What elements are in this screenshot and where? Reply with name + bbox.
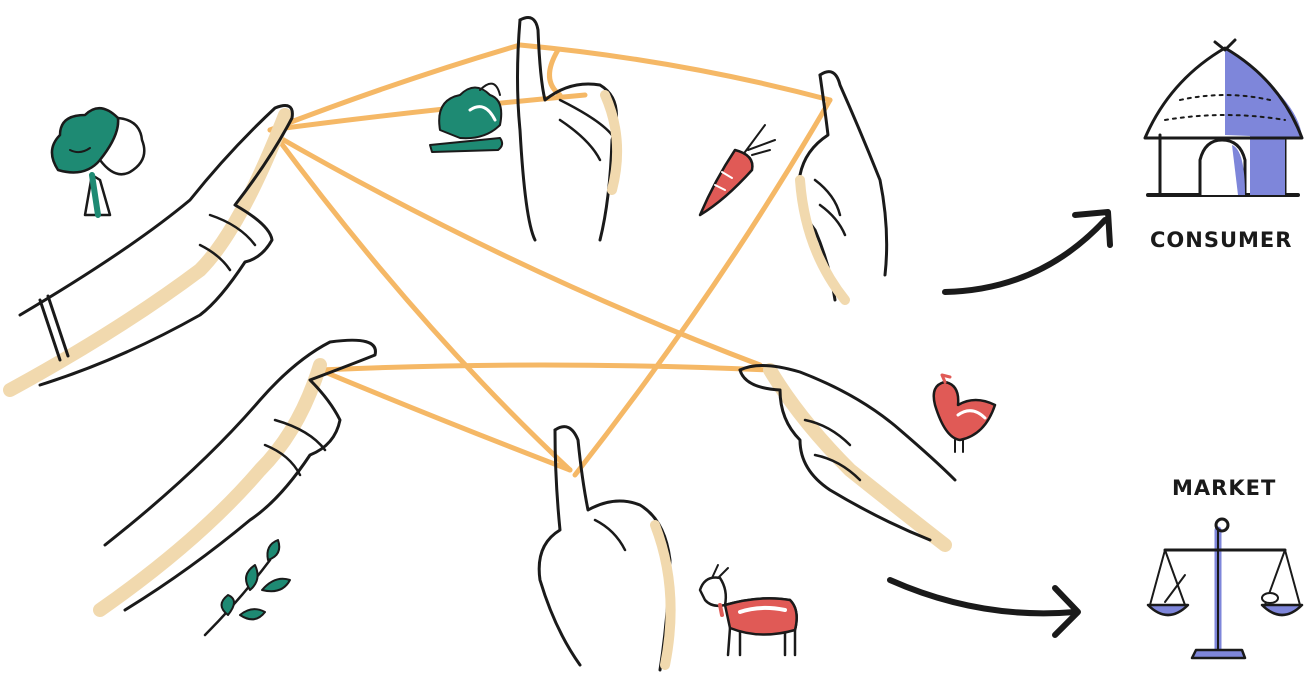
leafy-greens-icon: [430, 84, 502, 152]
carrot-icon: [700, 125, 775, 215]
tree-icon: [52, 108, 144, 215]
goat-icon: [700, 565, 797, 655]
hand-middle-right: [740, 365, 955, 545]
consumer-label: CONSUMER: [1150, 228, 1292, 252]
hand-middle-left: [100, 340, 375, 610]
balance-scale-icon: [1148, 519, 1302, 658]
string-network: [270, 45, 830, 475]
arrow-to-market: [890, 580, 1078, 635]
olive-branch-icon: [205, 540, 290, 635]
hand-top-right: [799, 72, 887, 300]
chicken-icon: [934, 375, 995, 452]
market-label: MARKET: [1172, 476, 1276, 500]
arrow-to-consumer: [945, 212, 1110, 292]
hut-icon: [1145, 40, 1302, 195]
